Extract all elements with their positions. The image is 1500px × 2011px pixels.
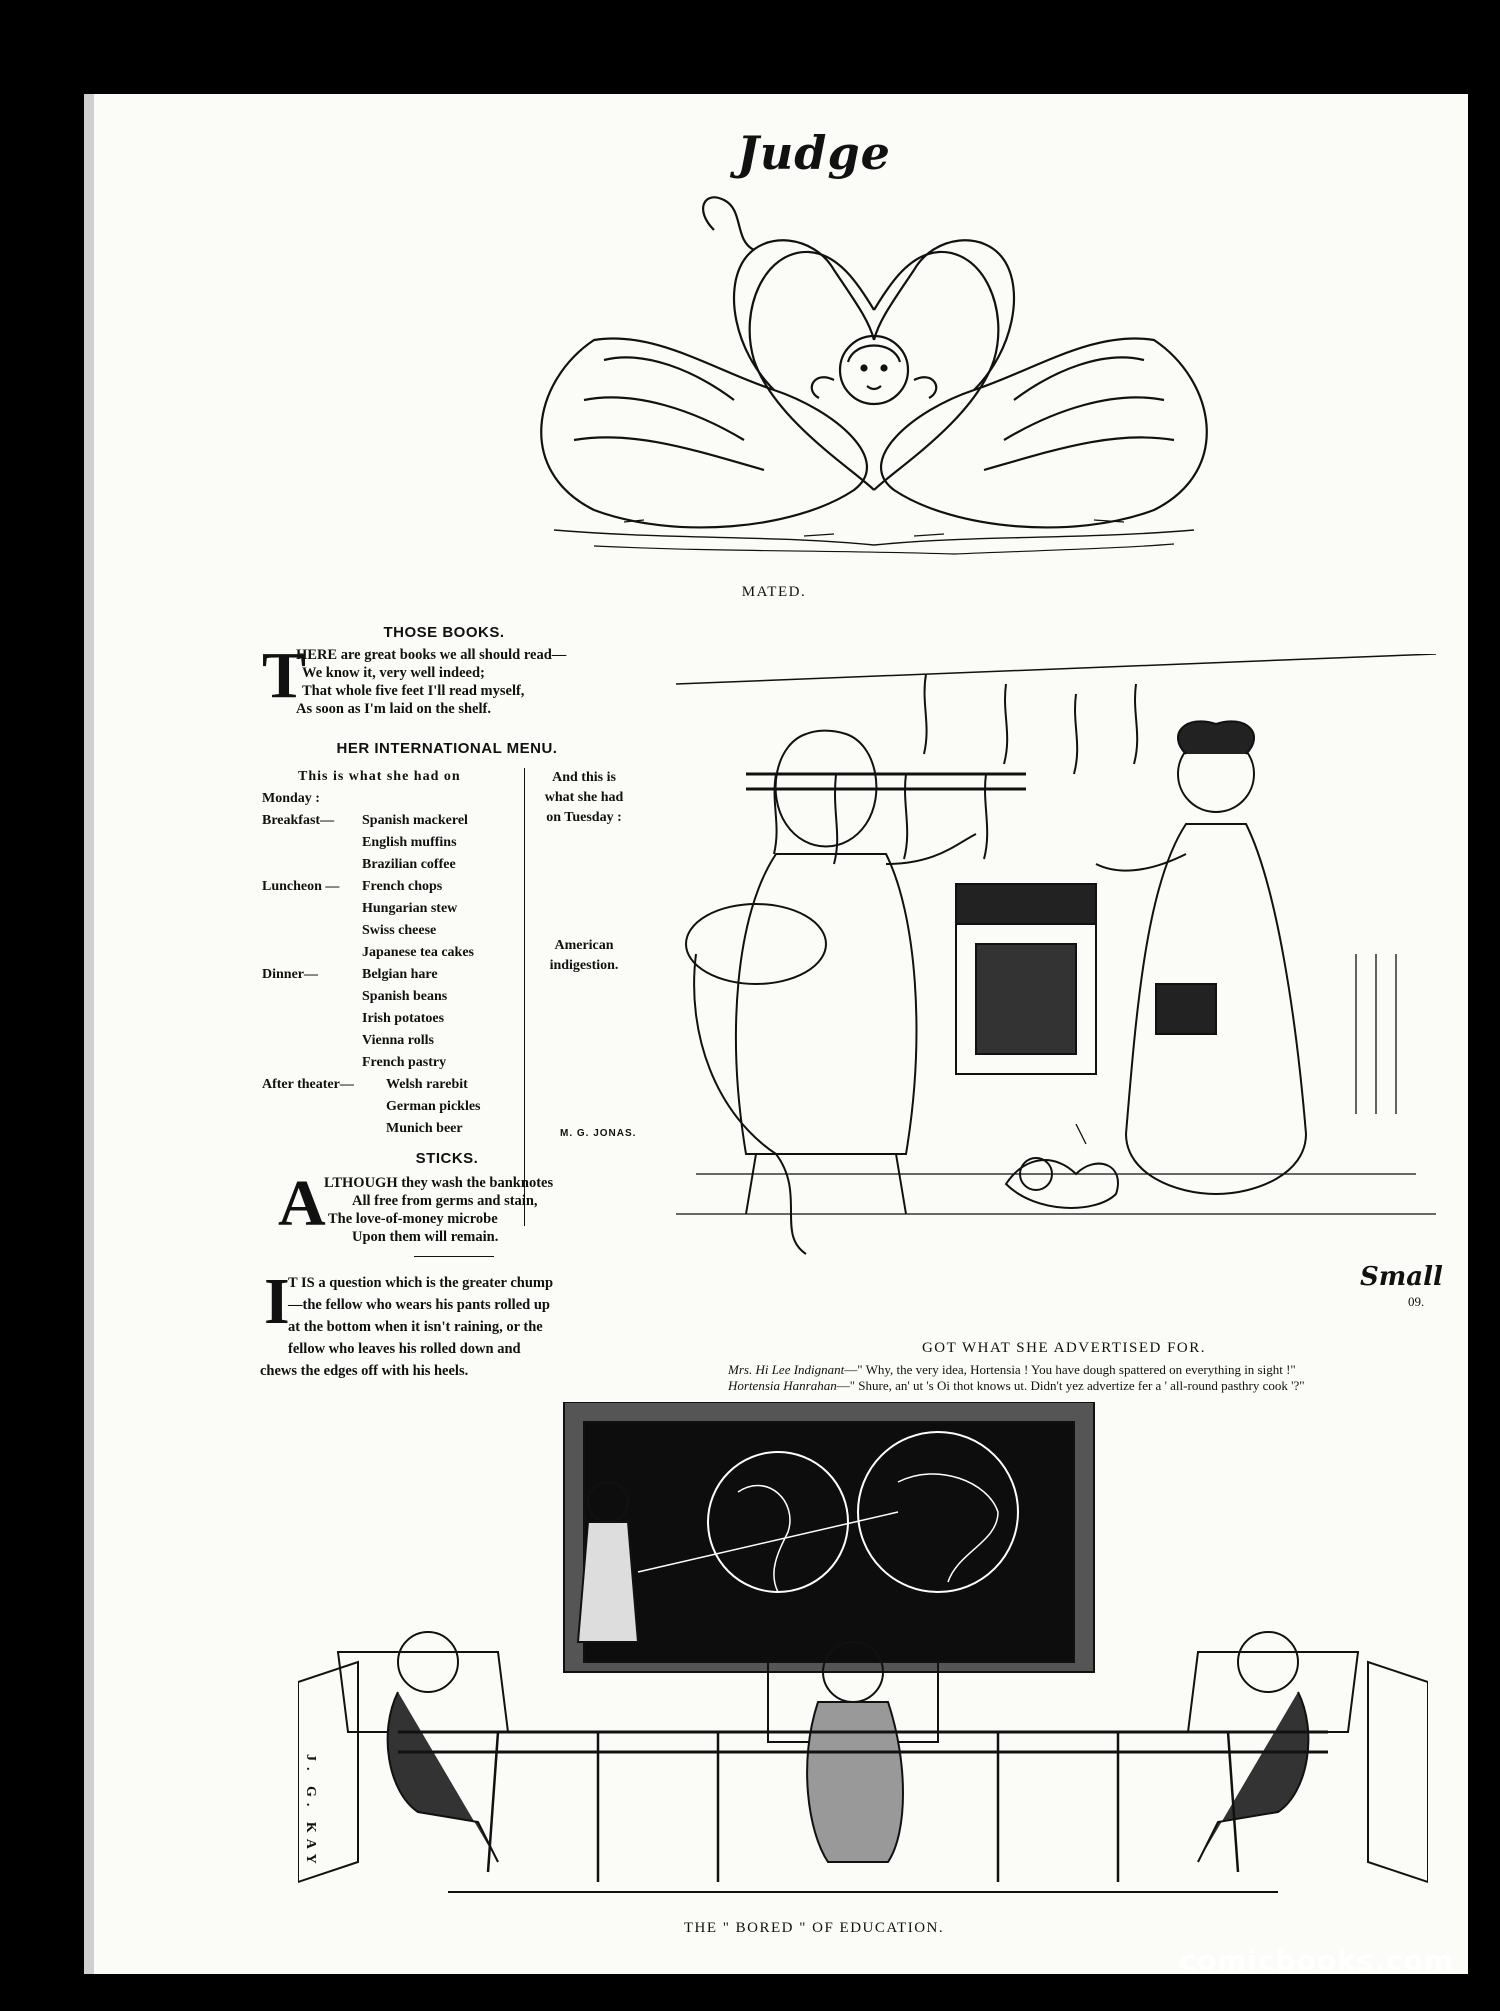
school-cartoon: [298, 1402, 1428, 1898]
menu-meal-label: After theater—: [262, 1077, 354, 1092]
menu-dish: German pickles: [386, 1099, 481, 1114]
menu-row: Luncheon — French chops: [262, 876, 618, 898]
verse-line: The love-of-money microbe: [328, 1211, 498, 1227]
menu-row: Irish potatoes: [262, 1008, 618, 1030]
paragraph-chump: T IS a question which is the greater chu…: [260, 1272, 638, 1382]
menu-row: Munich beer: [262, 1118, 618, 1140]
menu-meal-label: [262, 832, 362, 854]
menu-divider: [524, 768, 525, 1226]
menu-dish: Belgian hare: [362, 967, 438, 982]
menu-row: Dinner— Belgian hare: [262, 964, 618, 986]
menu-dish: French pastry: [362, 1055, 447, 1070]
menu-intro: Monday :: [262, 791, 320, 806]
paragraph-dropcap: I: [264, 1265, 290, 1338]
menu-dish: Munich beer: [386, 1121, 463, 1136]
verse-line: Upon them will remain.: [352, 1229, 499, 1245]
menu-right-column: And this is what she had on Tuesday :: [544, 770, 624, 825]
menu-byline: M. G. JONAS.: [560, 1128, 637, 1139]
page-edge: [84, 94, 94, 1974]
kitchen-dialog: Mrs. Hi Lee Indignant—" Why, the very id…: [698, 1362, 1436, 1394]
menu-meal-label: [262, 920, 362, 942]
menu-row: Hungarian stew: [262, 898, 618, 920]
poem-books-title: THOSE BOOKS.: [383, 624, 505, 641]
paragraph-line: —the fellow who wears his pants rolled u…: [288, 1297, 550, 1313]
verse-line: LTHOUGH they wash the banknotes: [324, 1175, 554, 1191]
school-signature: J. G. KAY: [303, 1754, 318, 1870]
section-rule: [414, 1256, 494, 1257]
menu-meal-label: [262, 986, 362, 1008]
menu-dish: French chops: [362, 879, 443, 894]
menu-left-column: This is what she had on Monday : Breakfa…: [262, 766, 618, 1140]
menu-row: Spanish beans: [262, 986, 618, 1008]
watermark: comicbooks.com: [1179, 1944, 1454, 1977]
menu-row: German pickles: [262, 1096, 618, 1118]
verse-line: As soon as I'm laid on the shelf.: [296, 701, 491, 717]
menu-dish: Spanish mackerel: [362, 813, 468, 828]
menu-dish: English muffins: [362, 835, 457, 850]
menu-answer: American indigestion.: [549, 938, 619, 973]
menu-meal-label: [262, 898, 362, 920]
kitchen-cartoon: [656, 654, 1456, 1294]
menu-row: English muffins: [262, 832, 618, 854]
menu-dish: Swiss cheese: [362, 923, 437, 938]
poem-books-dropcap: T: [262, 639, 307, 712]
kitchen-caption: GOT WHAT SHE ADVERTISED FOR.: [921, 1340, 1207, 1356]
paragraph-line: chews the edges off with his heels.: [260, 1363, 469, 1379]
menu-dish: Welsh rarebit: [386, 1077, 468, 1092]
menu-row: French pastry: [262, 1052, 618, 1074]
verse-line: That whole five feet I'll read myself,: [302, 683, 525, 699]
menu-row: Brazilian coffee: [262, 854, 618, 876]
dialog-line: Mrs. Hi Lee Indignant—" Why, the very id…: [728, 1362, 1296, 1377]
menu-meal-label: [262, 942, 362, 964]
menu-meal-label: Dinner—: [262, 967, 318, 982]
verse-line: All free from germs and stain,: [352, 1193, 538, 1209]
menu-row: After theater— Welsh rarebit: [262, 1074, 618, 1096]
magazine-page: Judge MATED. THOSE BOOKS. T HERE are gre…: [84, 94, 1468, 1974]
menu-meal-label: [262, 1008, 362, 1030]
menu-intro: This is what she had on: [298, 769, 461, 784]
menu-meal-label: Luncheon —: [262, 879, 340, 894]
menu-dish: Spanish beans: [362, 989, 448, 1004]
menu-meal-label: [262, 854, 362, 876]
menu-row: Vienna rolls: [262, 1030, 618, 1052]
school-caption: THE " BORED " OF EDUCATION.: [683, 1920, 945, 1936]
menu-meal-label: [262, 1118, 386, 1140]
masthead-title: Judge: [737, 126, 891, 180]
poem-sticks-verse: LTHOUGH they wash the banknotes All free…: [324, 1174, 644, 1246]
verse-line: HERE are great books we all should read—: [296, 647, 567, 663]
paragraph-line: fellow who leaves his rolled down and: [288, 1341, 521, 1357]
menu-meal-label: Breakfast—: [262, 813, 335, 828]
poem-books-verse: HERE are great books we all should read—…: [296, 646, 636, 718]
dialog-line: Hortensia Hanrahan—" Shure, an' ut 's Oi…: [728, 1378, 1305, 1393]
menu-dish: Vienna rolls: [362, 1033, 434, 1048]
swans-caption: MATED.: [741, 584, 807, 600]
menu-row: Japanese tea cakes: [262, 942, 618, 964]
menu-dish: Hungarian stew: [362, 901, 458, 916]
dialog-speaker: Mrs. Hi Lee Indignant: [728, 1362, 845, 1377]
menu-meal-label: [262, 1096, 386, 1118]
poem-sticks-title: STICKS.: [415, 1150, 479, 1167]
menu-row: Swiss cheese: [262, 920, 618, 942]
kitchen-signature-year: 09.: [1408, 1294, 1425, 1309]
dialog-speaker: Hortensia Hanrahan: [728, 1378, 837, 1393]
menu-row: Breakfast— Spanish mackerel: [262, 810, 618, 832]
menu-dish: Irish potatoes: [362, 1011, 445, 1026]
paragraph-line: at the bottom when it isn't raining, or …: [288, 1319, 543, 1335]
paragraph-line: T IS a question which is the greater chu…: [288, 1275, 554, 1291]
menu-dish: Brazilian coffee: [362, 857, 456, 872]
swans-cartoon: [474, 190, 1274, 560]
menu-title: HER INTERNATIONAL MENU.: [336, 740, 558, 757]
verse-line: We know it, very well indeed;: [302, 665, 485, 681]
kitchen-signature: Small: [1360, 1262, 1443, 1292]
menu-meal-label: [262, 1052, 362, 1074]
menu-meal-label: [262, 1030, 362, 1052]
menu-dish: Japanese tea cakes: [362, 945, 474, 960]
poem-sticks-dropcap: A: [278, 1167, 326, 1240]
